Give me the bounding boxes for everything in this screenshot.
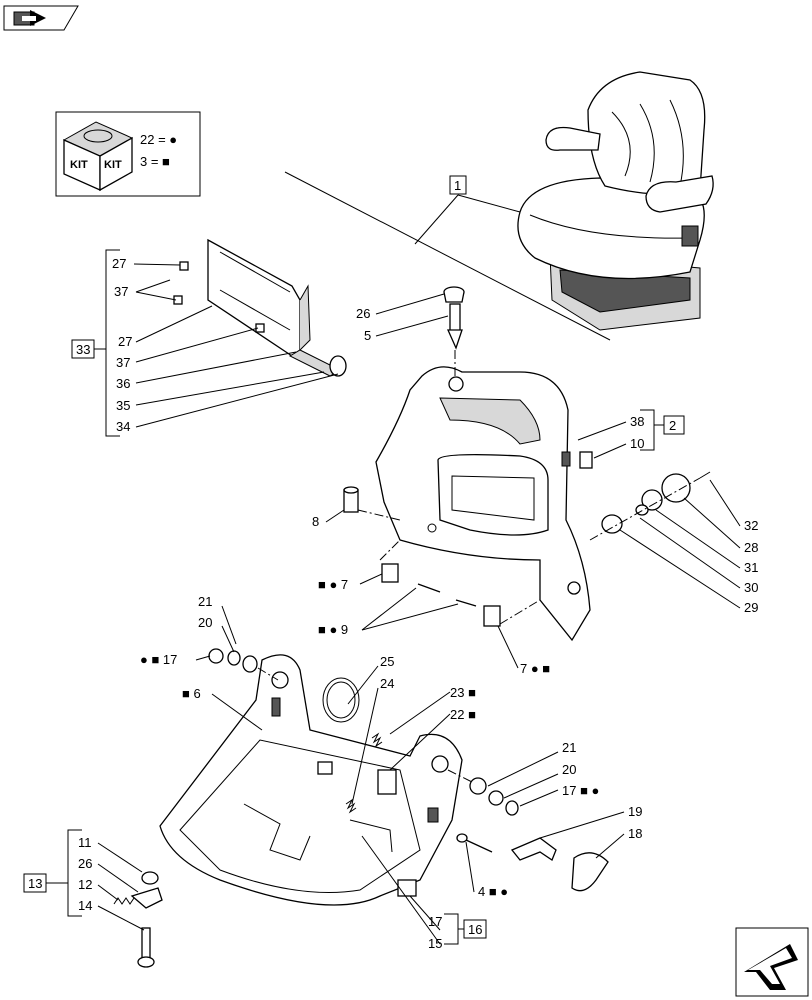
book-arrow-icon[interactable] [3,5,79,31]
callout-25: 25 [380,654,394,669]
spring-24 [345,798,357,814]
callout-33: 33 [76,342,90,357]
callout-2: 2 [669,418,676,433]
callout-28: 28 [744,540,758,555]
callout-7-right: 7 ● ■ [520,661,550,676]
fastener-group-13 [113,871,163,968]
callout-1: 1 [454,178,461,193]
callout-14: 14 [78,898,92,913]
callout-34: 34 [116,419,130,434]
callout-22: 22 ■ [450,707,476,722]
callout-9: ■ ● 9 [318,622,348,637]
pin-5 [446,303,463,378]
callout-19: 19 [628,804,642,819]
callout-27-a: 27 [112,256,126,271]
callout-11: 11 [78,835,92,850]
spring-23 [371,732,383,748]
callout-box-1: 1 [449,175,467,195]
callout-box-13: 13 [23,873,47,893]
callout-box-2: 2 [663,415,685,435]
callout-31: 31 [744,560,758,575]
kit-legend: KIT KIT 22 = ● 3 = ■ [55,111,201,197]
backrest-frame [375,366,591,642]
callout-29: 29 [744,600,758,615]
clip-10 [579,451,593,469]
callout-20-left: 20 [198,615,212,630]
callout-26-bottom: 26 [78,856,92,871]
callout-15: 15 [428,936,442,951]
callout-box-33: 33 [71,339,95,359]
callout-17-left: ● ■ 17 [140,652,177,667]
callout-37-a: 37 [114,284,128,299]
washer-stack-left [208,648,279,681]
rail-assembly-33 [173,238,347,377]
bracket-17 [397,879,417,897]
callout-12: 12 [78,877,92,892]
kit-legend-line2: 3 = ■ [140,154,170,169]
callout-35: 35 [116,398,130,413]
kit-box-icon: KIT KIT [62,121,134,192]
handle-18 [571,852,609,892]
callout-7-left: ■ ● 7 [318,577,348,592]
callout-13: 13 [28,876,42,891]
callout-20-right: 20 [562,762,576,777]
kit-label-left: KIT [70,159,88,171]
callout-27-b: 27 [118,334,132,349]
callout-30: 30 [744,580,758,595]
callout-4: 4 ■ ● [478,884,508,899]
callout-8: 8 [312,514,319,529]
lever-19 [510,837,557,861]
callout-box-16: 16 [463,919,487,939]
callout-18: 18 [628,826,642,841]
callout-36: 36 [116,376,130,391]
callout-23: 23 ■ [450,685,476,700]
callout-24: 24 [380,676,394,691]
seat-base-frame [159,654,463,906]
bolt-9-right [455,599,477,607]
callout-21-left: 21 [198,594,212,609]
callout-6: ■ 6 [182,686,201,701]
washer-stack-right [447,769,519,816]
callout-17-bottom: 17 [428,914,442,929]
callout-37-b: 37 [116,355,130,370]
callout-10: 10 [630,436,644,451]
callout-38: 38 [630,414,644,429]
complete-seat-illustration [517,71,714,331]
spacer-8 [343,486,359,513]
spring-ring-25 [322,677,360,723]
callout-32: 32 [744,518,758,533]
knob-26 [443,286,465,303]
bracket-22 [377,769,397,795]
bushing-7-right [483,605,501,627]
handwheel-assembly [589,471,711,541]
callout-21-right: 21 [562,740,576,755]
callout-16: 16 [468,922,482,937]
callout-5: 5 [364,328,371,343]
callout-17-right: 17 ■ ● [562,783,599,798]
kit-label-right: KIT [104,159,122,171]
pin-4 [456,833,493,853]
callout-26-top: 26 [356,306,370,321]
next-page-arrow-icon[interactable] [735,927,809,997]
bushing-7-left [381,563,399,583]
kit-legend-line1: 22 = ● [140,132,177,147]
bolt-9-left [417,583,441,593]
